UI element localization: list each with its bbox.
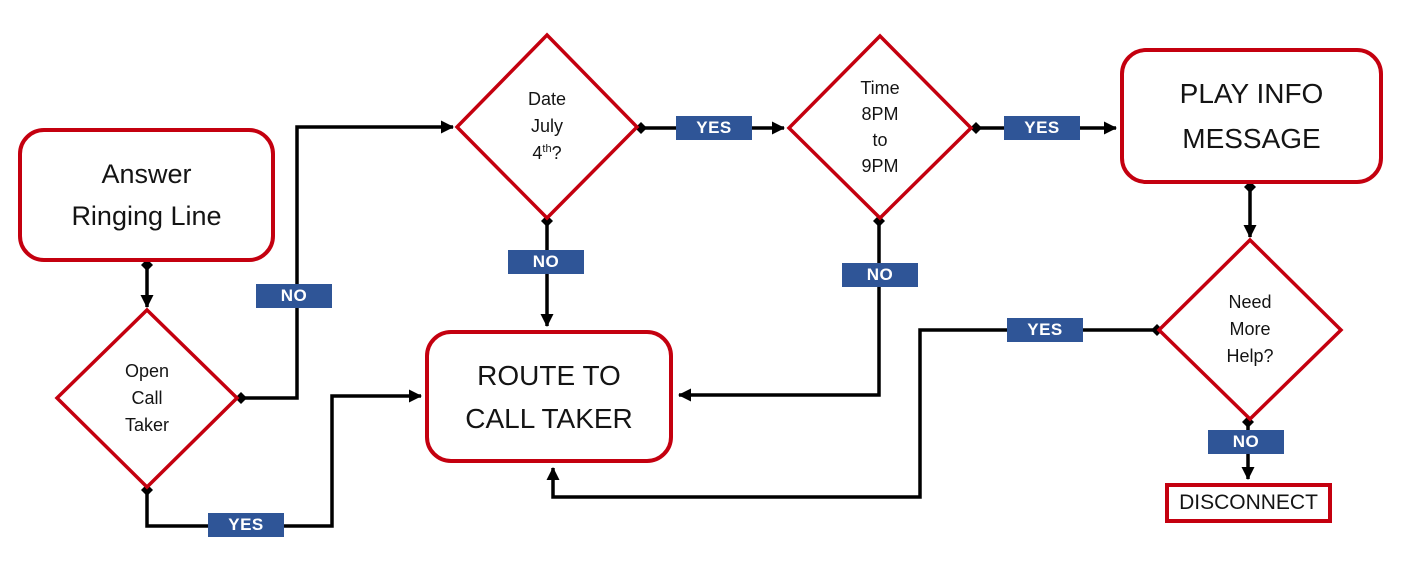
superscript-th: th (542, 143, 552, 155)
node-label-line: PLAY INFO (1179, 78, 1324, 109)
node-answer-ringing-line: Answer Ringing Line (18, 128, 275, 262)
badge-date-no: NO (508, 250, 584, 274)
node-label-line: Call (131, 388, 163, 408)
node-label-line: ROUTE TO (477, 359, 621, 391)
node-time-8pm-9pm-label: Time 8PM to 9PM (789, 36, 971, 218)
node-label-line: July (530, 116, 563, 136)
edge-time-no-to-route (678, 215, 885, 402)
badge-open-yes: YES (208, 513, 284, 537)
node-disconnect: DISCONNECT (1165, 483, 1332, 523)
node-label-line: More (1229, 319, 1271, 339)
node-label-line: DISCONNECT (1179, 491, 1318, 514)
node-date-july-4th-label: Date July 4th? (457, 35, 637, 218)
edge-open-yes-to-route (141, 389, 422, 528)
node-need-more-help-shape (1156, 237, 1344, 422)
badge-time-yes: YES (1004, 116, 1080, 140)
badge-help-yes: YES (1007, 318, 1083, 342)
badge-time-no: NO (842, 263, 918, 287)
node-play-info-message: PLAY INFO MESSAGE (1120, 48, 1383, 184)
node-label-line: Ringing Line (71, 201, 222, 231)
node-label-line: Answer (101, 159, 192, 189)
node-open-call-taker-label: Open Call Taker (57, 310, 237, 487)
node-label-line: Help? (1226, 346, 1274, 366)
node-label-line: 4th? (532, 143, 562, 163)
badge-date-yes: YES (676, 116, 752, 140)
node-label-line: 9PM (861, 156, 899, 176)
node-label-line: to (872, 130, 888, 150)
node-date-july-4th-shape (454, 32, 640, 221)
node-label-line: 8PM (861, 104, 899, 124)
badge-help-no: NO (1208, 430, 1284, 454)
node-label-line: CALL TAKER (465, 402, 633, 434)
node-label-line: Time (860, 78, 900, 98)
node-need-more-help-label: Need More Help? (1159, 240, 1341, 419)
node-label-line: MESSAGE (1182, 123, 1321, 154)
edge-help-yes-to-route (546, 324, 1163, 499)
node-label-line: Need (1228, 292, 1272, 312)
node-time-8pm-9pm-shape (786, 33, 974, 221)
node-open-call-taker-shape (54, 307, 240, 490)
node-label-line: Date (527, 89, 567, 109)
node-label-line: Open (124, 361, 170, 381)
badge-open-no: NO (256, 284, 332, 308)
node-route-to-call-taker: ROUTE TO CALL TAKER (425, 330, 673, 463)
node-label-line: Taker (124, 415, 169, 435)
